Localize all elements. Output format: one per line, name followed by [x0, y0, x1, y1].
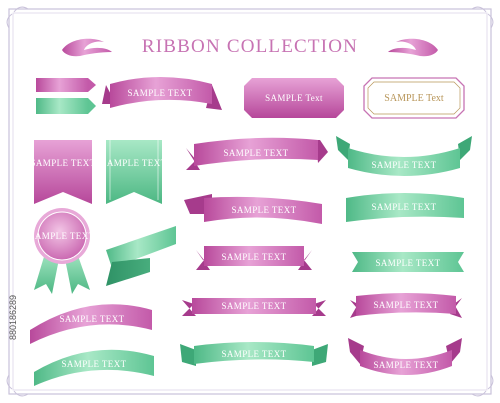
ribbon-label: SAMPLE TEXT: [31, 158, 96, 168]
pink-ribbon-right: SAMPLE TEXT: [350, 293, 462, 318]
ribbon-label: SAMPLE TEXT: [372, 202, 437, 212]
small-green-tab: [36, 98, 96, 114]
framed-plaque: SAMPLE Text: [363, 77, 465, 119]
pink-vertical-banner: SAMPLE TEXT: [31, 140, 96, 204]
green-folded-strip: [106, 226, 176, 286]
green-scroll-banner: SAMPLE TEXT: [336, 136, 472, 176]
green-ribbon-middle: SAMPLE TEXT: [352, 252, 464, 272]
pink-twisted-banner: SAMPLE TEXT: [184, 194, 322, 224]
pink-arch-banner: SAMPLE TEXT: [30, 304, 152, 344]
right-flourish-ornament: [388, 38, 438, 57]
pink-wave-banner: SAMPLE TEXT: [102, 77, 222, 110]
pink-thin-ribbon: SAMPLE TEXT: [182, 298, 326, 316]
small-pink-tab: [36, 78, 96, 92]
pink-ribbon-middle: SAMPLE TEXT: [196, 246, 312, 270]
ribbon-label: SAMPLE TEXT: [102, 158, 167, 168]
decorative-frame: [6, 6, 494, 397]
ribbon-label: SAMPLE TEXT: [128, 88, 193, 98]
green-wave-banner: SAMPLE TEXT: [346, 193, 464, 222]
ribbon-label: SAMPLE Text: [384, 93, 444, 104]
ribbon-label: SAMPLE TEXT: [372, 160, 437, 170]
ribbon-label: SAMPLE TEXT: [62, 359, 127, 369]
left-flourish-ornament: [62, 38, 112, 57]
ribbon-label: SAMPLE TEXT: [374, 300, 439, 310]
page-title: RIBBON COLLECTION: [142, 36, 358, 57]
ribbon-label: SAMPLE TEXT: [222, 349, 287, 359]
ribbon-label: SAMPLE TEXT: [232, 205, 297, 215]
ribbon-label: SAMPLE TEXT: [376, 258, 441, 268]
ribbon-label: SAMPLE TEXT: [30, 231, 95, 241]
stock-id-label: 880186289: [8, 295, 18, 340]
pink-folded-banner: SAMPLE TEXT: [186, 137, 328, 170]
ribbon-label: SAMPLE TEXT: [224, 148, 289, 158]
ribbon-label: SAMPLE TEXT: [60, 314, 125, 324]
green-vertical-banner: SAMPLE TEXT: [102, 140, 167, 204]
ribbon-label: SAMPLE TEXT: [374, 360, 439, 370]
ribbon-label: SAMPLE Text: [265, 93, 323, 103]
pink-curved-scroll: SAMPLE TEXT: [348, 338, 462, 375]
pink-plaque: SAMPLE Text: [244, 78, 344, 118]
green-folded-ribbon: SAMPLE TEXT: [180, 342, 328, 366]
green-arch-banner: SAMPLE TEXT: [34, 349, 154, 386]
rosette-badge: SAMPLE TEXT: [30, 208, 95, 294]
ribbon-label: SAMPLE TEXT: [222, 301, 287, 311]
ribbon-label: SAMPLE TEXT: [222, 252, 287, 262]
